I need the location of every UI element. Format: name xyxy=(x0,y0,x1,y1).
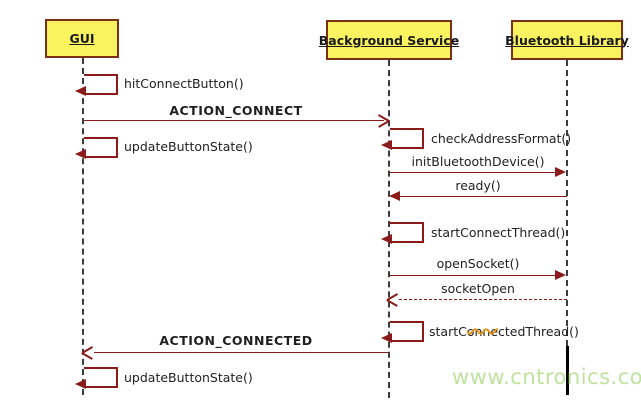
message-label-ready: ready() xyxy=(455,178,501,193)
filled-arrowhead-right-icon xyxy=(555,167,566,177)
open-arrowhead-left-icon xyxy=(387,293,400,306)
self-call-loop-check-address xyxy=(381,128,424,150)
filled-arrowhead-left-icon xyxy=(75,149,86,159)
actor-box-gui: GUI xyxy=(45,19,119,58)
lifeline-gui xyxy=(82,58,84,395)
arrow-line-open-socket xyxy=(389,275,556,276)
message-label-action-connect: ACTION_CONNECT xyxy=(169,103,303,118)
filled-arrowhead-right-icon xyxy=(555,270,566,280)
actor-box-bluetooth-library: Bluetooth Library xyxy=(505,20,629,60)
message-label-start-connect-thread: startConnectThread() xyxy=(431,225,566,240)
arrow-line-socket-open xyxy=(399,299,567,300)
arrow-line-ready xyxy=(399,196,567,197)
filled-arrowhead-left-icon xyxy=(75,379,86,389)
self-call-loop-start-connected-thread xyxy=(381,321,424,343)
message-label-socket-open: socketOpen xyxy=(441,281,515,296)
label-part-squiggle: onne xyxy=(466,324,499,339)
self-call-loop-hit-connect xyxy=(75,74,118,96)
label-part-suffix: ctedThread() xyxy=(498,324,579,339)
self-call-loop-update-button-1 xyxy=(75,137,118,159)
label-part-prefix: startC xyxy=(429,324,467,339)
message-label-action-connected: ACTION_CONNECTED xyxy=(159,333,313,348)
message-label-update-button-2: updateButtonState() xyxy=(124,370,253,385)
actor-label-bluetooth-library: Bluetooth Library xyxy=(505,32,629,48)
actor-box-background-service: Background Service xyxy=(319,20,459,60)
filled-arrowhead-left-icon xyxy=(381,234,392,244)
self-call-loop-update-button-2 xyxy=(75,367,118,389)
filled-arrowhead-left-icon xyxy=(381,333,392,343)
message-label-hit-connect: hitConnectButton() xyxy=(124,76,244,91)
watermark: www.cntronics.com xyxy=(452,365,641,389)
open-arrowhead-right-icon xyxy=(376,114,389,127)
arrow-line-action-connect xyxy=(84,120,384,121)
message-label-init-bt: initBluetoothDevice() xyxy=(411,154,545,169)
actor-label-background-service: Background Service xyxy=(318,32,460,48)
filled-arrowhead-left-icon xyxy=(381,140,392,150)
lifeline-bluetooth-library xyxy=(566,60,568,346)
lifeline-background-service xyxy=(388,60,390,398)
lifeline-bluetooth-library-solid-segment xyxy=(566,346,569,395)
actor-label-gui: GUI xyxy=(69,31,95,46)
message-label-open-socket: openSocket() xyxy=(436,256,520,271)
filled-arrowhead-left-icon xyxy=(389,191,400,201)
message-label-start-connected-thread: startConnectedThread() xyxy=(429,324,579,339)
message-label-check-address: checkAddressFormat() xyxy=(431,131,572,146)
arrow-line-init-bt xyxy=(389,172,556,173)
self-call-loop-start-connect-thread xyxy=(381,222,424,244)
open-arrowhead-left-icon xyxy=(82,346,95,359)
filled-arrowhead-left-icon xyxy=(75,86,86,96)
message-label-update-button-1: updateButtonState() xyxy=(124,139,253,154)
arrow-line-action-connected xyxy=(94,352,388,353)
